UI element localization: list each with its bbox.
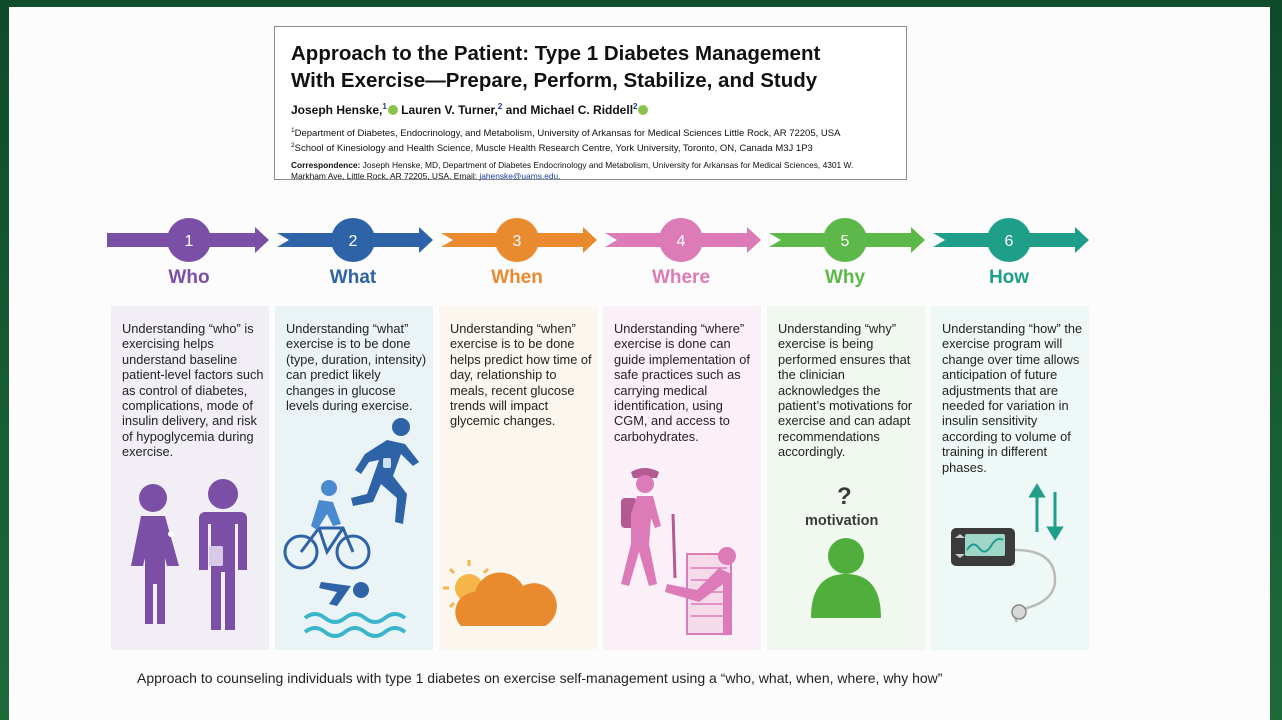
author-henske: Joseph Henske, <box>291 103 383 117</box>
panel-why: Understanding “why” exercise is being pe… <box>767 306 925 650</box>
paper-header-box: Approach to the Patient: Type 1 Diabetes… <box>274 26 907 182</box>
hiker-icon <box>621 468 736 635</box>
cycling-icon <box>283 526 371 570</box>
step-number-1: 1 <box>185 233 194 250</box>
frame-top-edge <box>0 0 1282 7</box>
author-riddell: and Michael C. Riddell <box>505 103 634 117</box>
panel-where: Understanding “where” exercise is done c… <box>603 306 761 650</box>
question-mark: ? <box>837 483 852 510</box>
motivation-label: motivation <box>805 513 879 529</box>
correspondence: Correspondence: Joseph Henske, MD, Depar… <box>291 160 854 182</box>
email-link[interactable]: jahenske@uams.edu <box>479 171 559 182</box>
author-turner-sup: 2 <box>497 102 503 111</box>
step-circle-2 <box>331 218 375 262</box>
author-turner: Lauren V. Turner, <box>401 103 498 117</box>
panel-text-who: Understanding “who” is exercising helps … <box>122 321 264 460</box>
step-label-where: Where <box>651 267 711 288</box>
swimming-icon <box>303 582 407 638</box>
panel-text-how: Understanding “how” the exercise program… <box>942 321 1083 475</box>
author-riddell-sup: 2 <box>633 102 638 111</box>
step-circle-3 <box>495 218 539 262</box>
step-label-why: Why <box>824 267 866 288</box>
frame-right-edge <box>1270 0 1282 720</box>
sun-cloud-icon <box>443 560 557 626</box>
author-list: Joseph Henske,1 Lauren V. Turner,2 and M… <box>291 102 890 117</box>
running-icon <box>283 418 419 638</box>
author-henske-sup: 1 <box>382 102 387 111</box>
figure-caption: Approach to counseling individuals with … <box>137 670 943 686</box>
panel-how: Understanding “how” the exercise program… <box>931 306 1089 650</box>
panel-text-why: Understanding “why” exercise is being pe… <box>778 321 913 460</box>
panel-text-where: Understanding “where” exercise is done c… <box>614 321 750 444</box>
orcid-icon[interactable] <box>387 104 398 115</box>
step-label-who: Who <box>168 267 210 288</box>
timeline-arrows: 1 2 3 4 5 6 <box>107 218 1089 262</box>
affiliation-1: 1Department of Diabetes, Endocrinology, … <box>291 127 841 140</box>
panel-what: Understanding “what” exercise is to be d… <box>275 306 433 650</box>
motivation-person-icon <box>811 538 881 618</box>
step-label-what: What <box>329 267 377 288</box>
step-number-5: 5 <box>841 233 850 250</box>
paper-title-line1: Approach to the Patient: Type 1 Diabetes… <box>291 42 821 65</box>
affiliations: 1Department of Diabetes, Endocrinology, … <box>291 125 890 154</box>
paper-title: Approach to the Patient: Type 1 Diabetes… <box>291 40 890 94</box>
affiliation-2: 2School of Kinesiology and Health Scienc… <box>291 141 813 154</box>
people-icon <box>131 479 247 630</box>
panel-who: Understanding “who” is exercising helps … <box>111 306 269 650</box>
step-number-4: 4 <box>677 233 686 250</box>
insulin-pump-icon <box>951 483 1064 623</box>
frame-left-edge <box>0 0 9 720</box>
correspondence-label: Correspondence: <box>291 160 361 171</box>
step-circle-4 <box>659 218 703 262</box>
panel-text-what: Understanding “what” exercise is to be d… <box>286 321 427 414</box>
step-number-6: 6 <box>1005 233 1014 250</box>
paper-title-line2: With Exercise—Prepare, Perform, Stabiliz… <box>291 69 818 92</box>
step-number-3: 3 <box>513 233 522 250</box>
panel-when: Understanding “when” exercise is to be d… <box>439 306 597 650</box>
step-label-how: How <box>988 267 1030 288</box>
step-circle-6 <box>987 218 1031 262</box>
arrows-up-down-icon <box>1028 483 1064 541</box>
step-circle-1 <box>167 218 211 262</box>
glucose-meter-icon <box>665 547 736 635</box>
moon-icon <box>443 484 579 626</box>
panel-text-when: Understanding “when” exercise is to be d… <box>450 321 592 429</box>
step-label-when: When <box>491 267 543 288</box>
step-number-2: 2 <box>349 233 358 250</box>
correspondence-text: Joseph Henske, MD, Department of Diabete… <box>291 160 854 182</box>
orcid-icon[interactable] <box>638 104 649 115</box>
step-circle-5 <box>823 218 867 262</box>
